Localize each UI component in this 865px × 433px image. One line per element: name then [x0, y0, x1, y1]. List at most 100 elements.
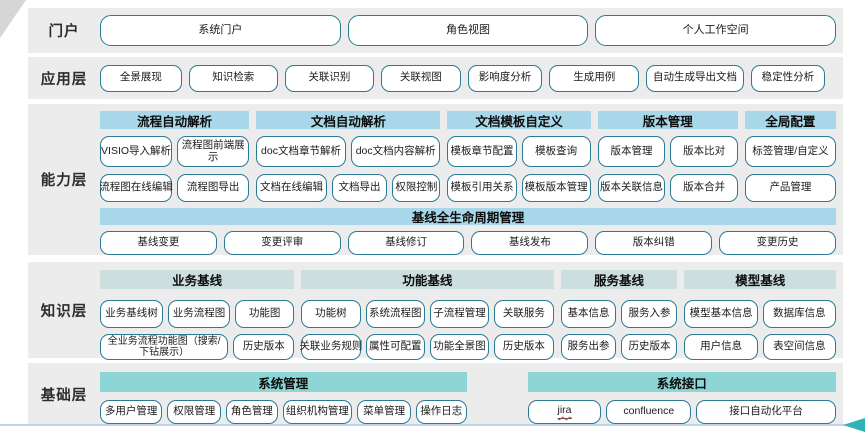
cap-item-flowchart-front-display[interactable]: 流程图前端展示: [177, 136, 250, 167]
group-header-business-baseline: 业务基线: [100, 270, 295, 289]
knw-item-attribute-configurable[interactable]: 属性可配置: [365, 334, 425, 360]
cap-item-doc-export[interactable]: 文档导出: [331, 174, 388, 202]
fnd-item-org-structure-mgmt[interactable]: 组织机构管理: [282, 400, 353, 424]
baseline-item-release[interactable]: 基线发布: [471, 231, 589, 255]
foundation-group-system-mgmt: 系统管理 多用户管理 权限管理 角色管理 组织机构管理 菜单管理 操作日志: [100, 372, 467, 424]
cap-item-version-mgmt[interactable]: 版本管理: [597, 136, 666, 167]
group-header-global-config: 全局配置: [744, 111, 836, 129]
layer-label-foundation: 基础层: [40, 388, 88, 404]
fnd-item-confluence[interactable]: confluence: [606, 400, 692, 424]
group-header-version-mgmt: 版本管理: [597, 111, 738, 129]
knw-item-business-flowchart[interactable]: 业务流程图: [167, 300, 231, 328]
layer-portal: 门户 系统门户 角色视图 个人工作空间: [28, 8, 843, 53]
bottom-decoration-line: [0, 424, 845, 426]
capability-group-process-auto-parse: 流程自动解析 VISIO导入解析 流程图前端展示 流程图在线编辑 流程图导出: [99, 111, 250, 202]
fnd-item-menu-mgmt[interactable]: 菜单管理: [357, 400, 412, 424]
baseline-item-version-correction[interactable]: 版本纠错: [595, 231, 713, 255]
knw-item-service-output-param[interactable]: 服务出参: [560, 334, 617, 360]
portal-item-system-portal[interactable]: 系统门户: [100, 15, 341, 46]
cap-item-template-chapter-config[interactable]: 模板章节配置: [447, 136, 517, 167]
group-header-service-baseline: 服务基线: [560, 270, 678, 289]
foundation-groups-row: 系统管理 多用户管理 权限管理 角色管理 组织机构管理 菜单管理 操作日志 系统…: [100, 372, 837, 424]
cap-item-permission-control[interactable]: 权限控制: [392, 174, 441, 202]
layer-label-portal: 门户: [48, 24, 80, 40]
knw-item-database-info[interactable]: 数据库信息: [762, 300, 837, 328]
cap-item-visio-import-parse[interactable]: VISIO导入解析: [100, 136, 173, 167]
baseline-lifecycle-header: 基线全生命周期管理: [100, 208, 836, 225]
group-header-system-interface: 系统接口: [527, 372, 836, 392]
knw-item-model-basic-info[interactable]: 模型基本信息: [684, 300, 758, 328]
app-item-relation-identify[interactable]: 关联识别: [284, 64, 374, 92]
app-item-impact-analysis[interactable]: 影响度分析: [467, 64, 543, 92]
arrow-left-icon: [843, 418, 865, 432]
knw-item-full-business-flow-function-map[interactable]: 全业务流程功能图（搜索/下钻展示）: [100, 334, 229, 360]
knowledge-group-service-baseline: 服务基线 基本信息 服务入参 服务出参 历史版本: [560, 270, 678, 360]
cap-item-template-query[interactable]: 模板查询: [521, 136, 591, 167]
portal-items-row: 系统门户 角色视图 个人工作空间: [100, 15, 837, 46]
baseline-item-change[interactable]: 基线变更: [100, 231, 217, 255]
fnd-item-role-mgmt[interactable]: 角色管理: [226, 400, 278, 424]
fnd-item-interface-automation-platform[interactable]: 接口自动化平台: [696, 400, 837, 424]
layer-knowledge: 知识层 业务基线 业务基线树 业务流程图 功能图 全业务流程功能图（搜索/下钻展…: [28, 262, 843, 360]
group-header-process-auto-parse: 流程自动解析: [100, 111, 250, 129]
knw-item-history-version-service[interactable]: 历史版本: [621, 334, 678, 360]
foundation-groups-gap: [474, 372, 521, 424]
cap-item-flowchart-export[interactable]: 流程图导出: [177, 174, 250, 202]
knw-item-user-info[interactable]: 用户信息: [684, 334, 758, 360]
app-item-stability-analysis[interactable]: 稳定性分析: [750, 64, 826, 92]
fnd-item-permission-mgmt[interactable]: 权限管理: [167, 400, 222, 424]
cap-item-doc-chapter-parse[interactable]: doc文档章节解析: [256, 136, 346, 167]
cap-item-product-mgmt[interactable]: 产品管理: [744, 174, 836, 202]
cap-item-doc-content-parse[interactable]: doc文档内容解析: [350, 136, 441, 167]
knw-item-basic-info[interactable]: 基本信息: [560, 300, 617, 328]
cap-item-version-compare[interactable]: 版本比对: [670, 136, 738, 167]
knowledge-group-function-baseline: 功能基线 功能树 系统流程图 子流程管理 关联服务 关联业务规则 属性可配置 功…: [299, 270, 554, 360]
app-item-relation-view[interactable]: 关联视图: [380, 64, 461, 92]
cap-item-template-reference-relation[interactable]: 模板引用关系: [447, 174, 517, 202]
knw-item-service-input-param[interactable]: 服务入参: [621, 300, 678, 328]
knw-item-related-service[interactable]: 关联服务: [494, 300, 554, 328]
group-header-system-mgmt: 系统管理: [100, 372, 467, 392]
knw-item-function-diagram[interactable]: 功能图: [235, 300, 295, 328]
knw-item-subprocess-mgmt[interactable]: 子流程管理: [429, 300, 490, 328]
portal-item-personal-workspace[interactable]: 个人工作空间: [595, 15, 837, 46]
capability-groups-row: 流程自动解析 VISIO导入解析 流程图前端展示 流程图在线编辑 流程图导出 文…: [99, 111, 836, 202]
layer-label-application: 应用层: [40, 71, 88, 88]
knw-item-function-tree[interactable]: 功能树: [301, 300, 361, 328]
layer-foundation: 基础层 系统管理 多用户管理 权限管理 角色管理 组织机构管理 菜单管理 操作日…: [28, 363, 843, 426]
cap-item-flowchart-online-edit[interactable]: 流程图在线编辑: [99, 174, 173, 202]
knw-item-tablespace-info[interactable]: 表空间信息: [762, 334, 837, 360]
baseline-items-row: 基线变更 变更评审 基线修订 基线发布 版本纠错 变更历史: [100, 231, 836, 255]
capability-group-doc-template-custom: 文档模板自定义 模板章节配置 模板查询 模板引用关系 模板版本管理: [447, 111, 591, 202]
knw-item-system-flowchart[interactable]: 系统流程图: [365, 300, 425, 328]
jira-label: jira: [557, 404, 572, 419]
baseline-item-change-review[interactable]: 变更评审: [223, 231, 341, 255]
layer-label-capability: 能力层: [40, 173, 88, 189]
app-item-knowledge-search[interactable]: 知识检索: [188, 64, 278, 92]
fnd-item-jira[interactable]: jira: [527, 400, 602, 424]
knw-item-business-baseline-tree[interactable]: 业务基线树: [100, 300, 163, 328]
knowledge-group-model-baseline: 模型基线 模型基本信息 数据库信息 用户信息 表空间信息: [684, 270, 837, 360]
app-item-auto-generate-export-doc[interactable]: 自动生成导出文档: [646, 64, 744, 92]
cap-item-template-version-mgmt[interactable]: 模板版本管理: [521, 174, 591, 202]
layer-application: 应用层 全景展现 知识检索 关联识别 关联视图 影响度分析 生成用例 自动生成导…: [28, 57, 843, 99]
capability-group-global-config: 全局配置 标签管理/自定义 产品管理: [744, 111, 836, 202]
knw-item-history-version-function[interactable]: 历史版本: [494, 334, 554, 360]
app-item-panorama-display[interactable]: 全景展现: [100, 64, 182, 92]
knw-item-related-business-rule[interactable]: 关联业务规则: [299, 334, 362, 360]
cap-item-version-merge[interactable]: 版本合并: [670, 174, 738, 202]
knw-item-function-panorama[interactable]: 功能全景图: [429, 334, 490, 360]
cap-item-tag-mgmt-custom[interactable]: 标签管理/自定义: [744, 136, 836, 167]
portal-item-role-view[interactable]: 角色视图: [347, 15, 589, 46]
baseline-item-revision[interactable]: 基线修订: [347, 231, 465, 255]
capability-group-doc-auto-parse: 文档自动解析 doc文档章节解析 doc文档内容解析 文档在线编辑 文档导出 权…: [256, 111, 441, 202]
foundation-group-system-interface: 系统接口 jira confluence 接口自动化平台: [527, 372, 837, 424]
app-item-generate-usecase[interactable]: 生成用例: [549, 64, 640, 92]
fnd-item-operation-log[interactable]: 操作日志: [416, 400, 467, 424]
fnd-item-multi-user-mgmt[interactable]: 多用户管理: [100, 400, 163, 424]
knowledge-groups-row: 业务基线 业务基线树 业务流程图 功能图 全业务流程功能图（搜索/下钻展示） 历…: [100, 270, 837, 360]
knw-item-history-version-business[interactable]: 历史版本: [233, 334, 295, 360]
cap-item-doc-online-edit[interactable]: 文档在线编辑: [256, 174, 327, 202]
cap-item-version-relation-info[interactable]: 版本关联信息: [597, 174, 666, 202]
baseline-item-change-history[interactable]: 变更历史: [719, 231, 836, 255]
